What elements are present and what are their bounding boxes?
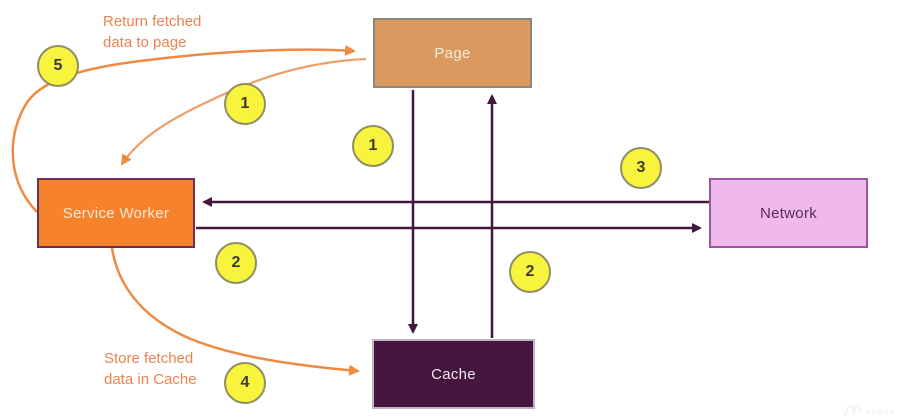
arrow-page-to-sw-intercept [120, 57, 367, 166]
store-fetched-annotation: Store fetched data in Cache [104, 348, 197, 390]
store-fetched-line1: Store fetched [104, 350, 194, 367]
page-node: Page [373, 18, 532, 88]
return-fetched-line2: data to page [103, 34, 187, 51]
return-fetched-line1: Return fetched [103, 13, 202, 30]
cache-node: Cache [372, 339, 535, 409]
arrow-sw-to-page-return [11, 44, 356, 213]
cache-node-label: Cache [431, 365, 476, 383]
step-badge-3: 3 [620, 147, 662, 189]
step-badge-5: 5 [37, 45, 79, 87]
step-badge-2-network: 2 [215, 242, 257, 284]
network-node: Network [709, 178, 868, 248]
network-node-label: Network [759, 204, 818, 222]
step-badge-1-cache: 1 [352, 125, 394, 167]
store-fetched-line2: data in Cache [104, 371, 197, 388]
return-fetched-annotation: Return fetched data to page [103, 11, 201, 53]
step-badge-4: 4 [224, 362, 266, 404]
step-badge-2-cache: 2 [509, 251, 551, 293]
watermark-logo [843, 404, 896, 417]
service-worker-node-label: Service Worker [62, 204, 170, 222]
page-node-label: Page [434, 44, 471, 62]
step-badge-1-request: 1 [224, 83, 266, 125]
arrow-sw-to-cache-store [110, 247, 360, 376]
service-worker-node: Service Worker [37, 178, 195, 248]
